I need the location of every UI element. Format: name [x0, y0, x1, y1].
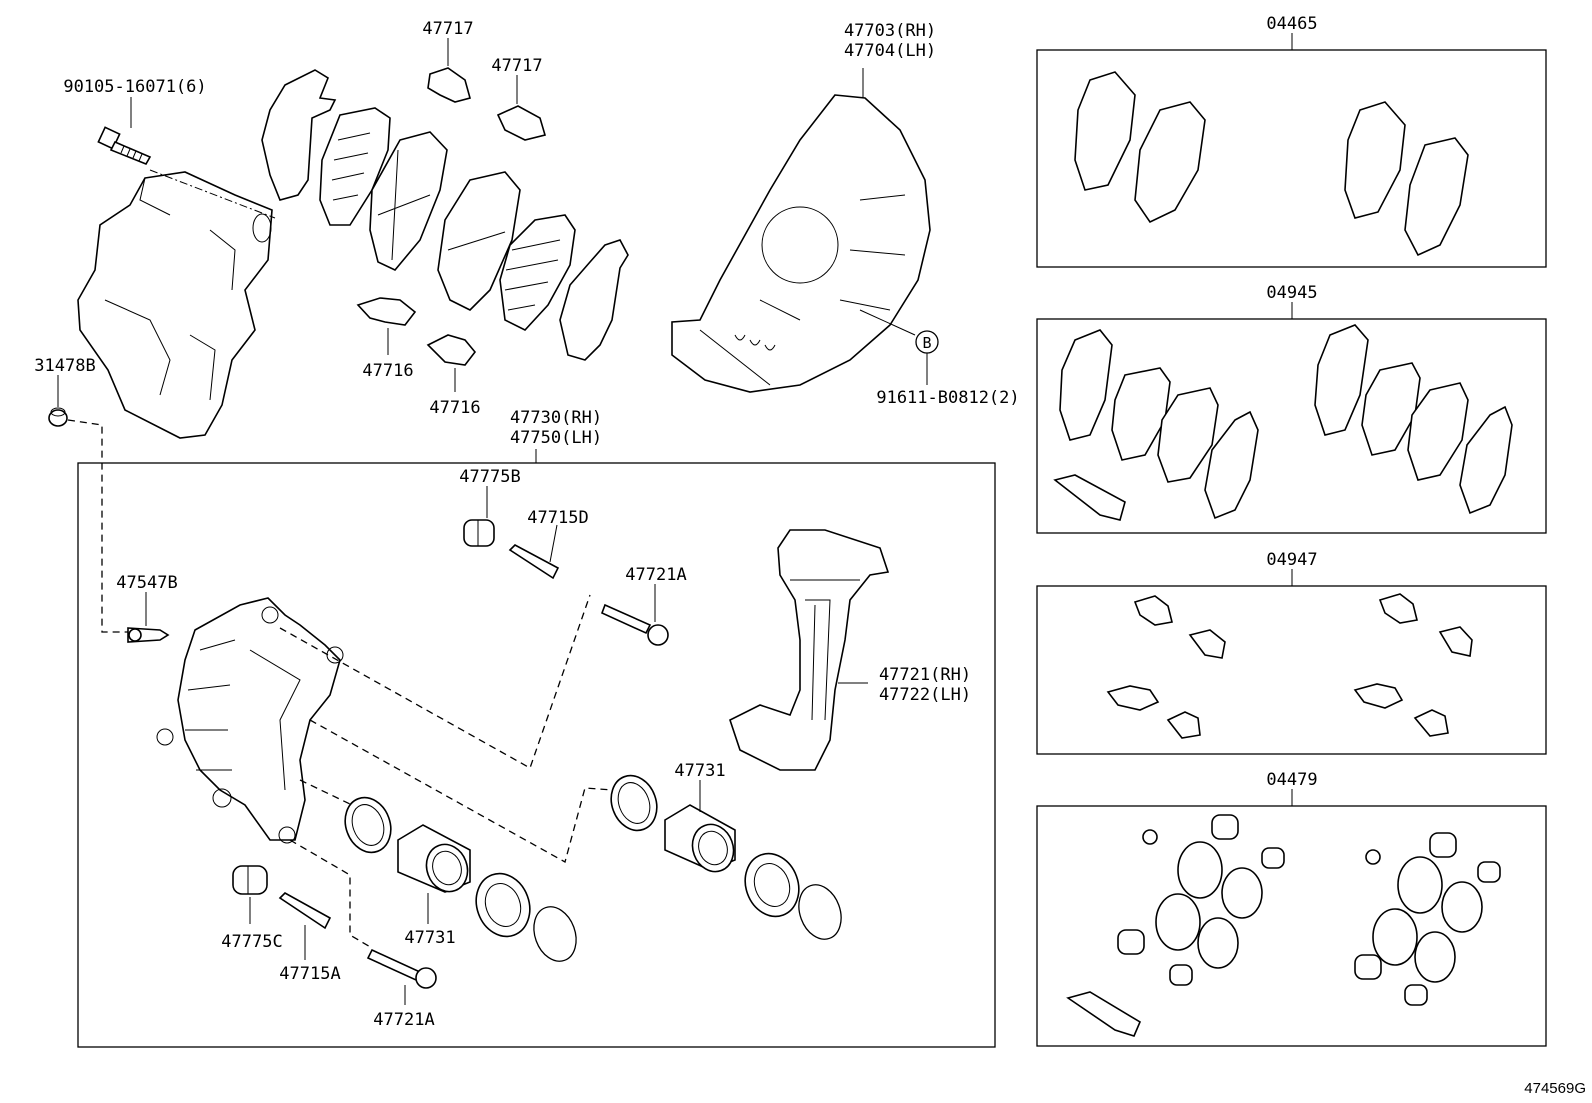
- label-47715a: 47715A: [279, 964, 340, 984]
- clip-47716-b: [426, 334, 477, 366]
- clip-47716-a: [356, 297, 417, 326]
- kit-04947-contents: [1106, 593, 1473, 739]
- knuckle-bolt-centerline: [149, 169, 276, 219]
- bolt-90105: [97, 126, 152, 166]
- steering-knuckle: [77, 171, 273, 439]
- caliper-mount-bracket: [729, 529, 890, 771]
- snap-ring-left: [533, 906, 577, 962]
- label-47731-right: 47731: [674, 761, 725, 781]
- label-caliper-rh: 47730(RH): [510, 408, 602, 428]
- leader-47715d: [549, 524, 558, 563]
- bolt-47721a-bottom: [366, 948, 437, 989]
- label-caliper-lh: 47750(LH): [510, 428, 602, 448]
- diagram-code: 474569G: [1524, 1080, 1586, 1097]
- dust-boot-right: [744, 852, 800, 918]
- kit-04945-label: 04945: [1266, 283, 1317, 303]
- clip-47717-a: [427, 67, 471, 103]
- kit-04947: 04947: [1036, 550, 1547, 755]
- clip-47717-b: [496, 105, 547, 141]
- label-47717-a: 47717: [422, 19, 473, 39]
- label-47715d: 47715D: [527, 508, 588, 528]
- label-47731-left: 47731: [404, 928, 455, 948]
- label-47716-a: 47716: [362, 361, 413, 381]
- boot-47775b: [463, 519, 495, 547]
- kit-04479: 04479: [1036, 770, 1547, 1047]
- kit-04945: 04945: [1036, 283, 1547, 534]
- label-mount-rh: 47721(RH): [879, 665, 971, 685]
- cap-31478b: [48, 407, 68, 427]
- pin-47715a: [278, 892, 332, 930]
- label-90105: 90105-16071(6): [63, 77, 206, 97]
- label-47717-b: 47717: [491, 56, 542, 76]
- label-47775c: 47775C: [221, 932, 282, 952]
- label-31478b: 31478B: [34, 356, 95, 376]
- kit-04465-label: 04465: [1266, 14, 1317, 34]
- cap-to-bleeder-line: [67, 419, 128, 633]
- caliper-body: [156, 597, 344, 844]
- kit-04479-contents: [1066, 814, 1501, 1037]
- label-91611: 91611-B0812(2): [876, 388, 1019, 408]
- piston-seal-left: [344, 796, 392, 854]
- label-shield-lh: 47704(LH): [844, 41, 936, 61]
- label-47547b: 47547B: [116, 573, 177, 593]
- assembly-line-lower: [289, 839, 373, 949]
- assembly-line-seal: [299, 779, 353, 806]
- dust-boot-left: [475, 872, 531, 938]
- label-47716-b: 47716: [429, 398, 480, 418]
- label-47775b: 47775B: [459, 467, 520, 487]
- bolt-47721a-top: [600, 603, 669, 646]
- kit-04479-label: 04479: [1266, 770, 1317, 790]
- assembly-line-middle: [309, 719, 613, 863]
- label-47721a-bottom: 47721A: [373, 1010, 434, 1030]
- disc-dust-shield: [671, 94, 931, 393]
- assembly-line-upper: [279, 594, 591, 769]
- label-mount-lh: 47722(LH): [879, 685, 971, 705]
- kit-04947-label: 04947: [1266, 550, 1317, 570]
- snap-ring-right: [798, 884, 842, 940]
- bleeder-47547b: [127, 627, 170, 643]
- kit-04465: 04465: [1036, 14, 1547, 268]
- piston-47731-right: [664, 804, 736, 873]
- label-ref-b: B: [922, 334, 931, 352]
- pin-47715d: [508, 544, 560, 580]
- kit-04465-contents: [1074, 71, 1469, 257]
- label-47721a-top: 47721A: [625, 565, 686, 585]
- piston-47731-left: [397, 824, 471, 893]
- label-shield-rh: 47703(RH): [844, 21, 936, 41]
- piston-seal-right: [610, 774, 658, 832]
- kit-04945-contents: [1053, 324, 1513, 521]
- boot-47775c: [232, 865, 268, 895]
- ref-b-callout: B: [859, 309, 939, 385]
- brake-pad-set-top: [261, 69, 629, 361]
